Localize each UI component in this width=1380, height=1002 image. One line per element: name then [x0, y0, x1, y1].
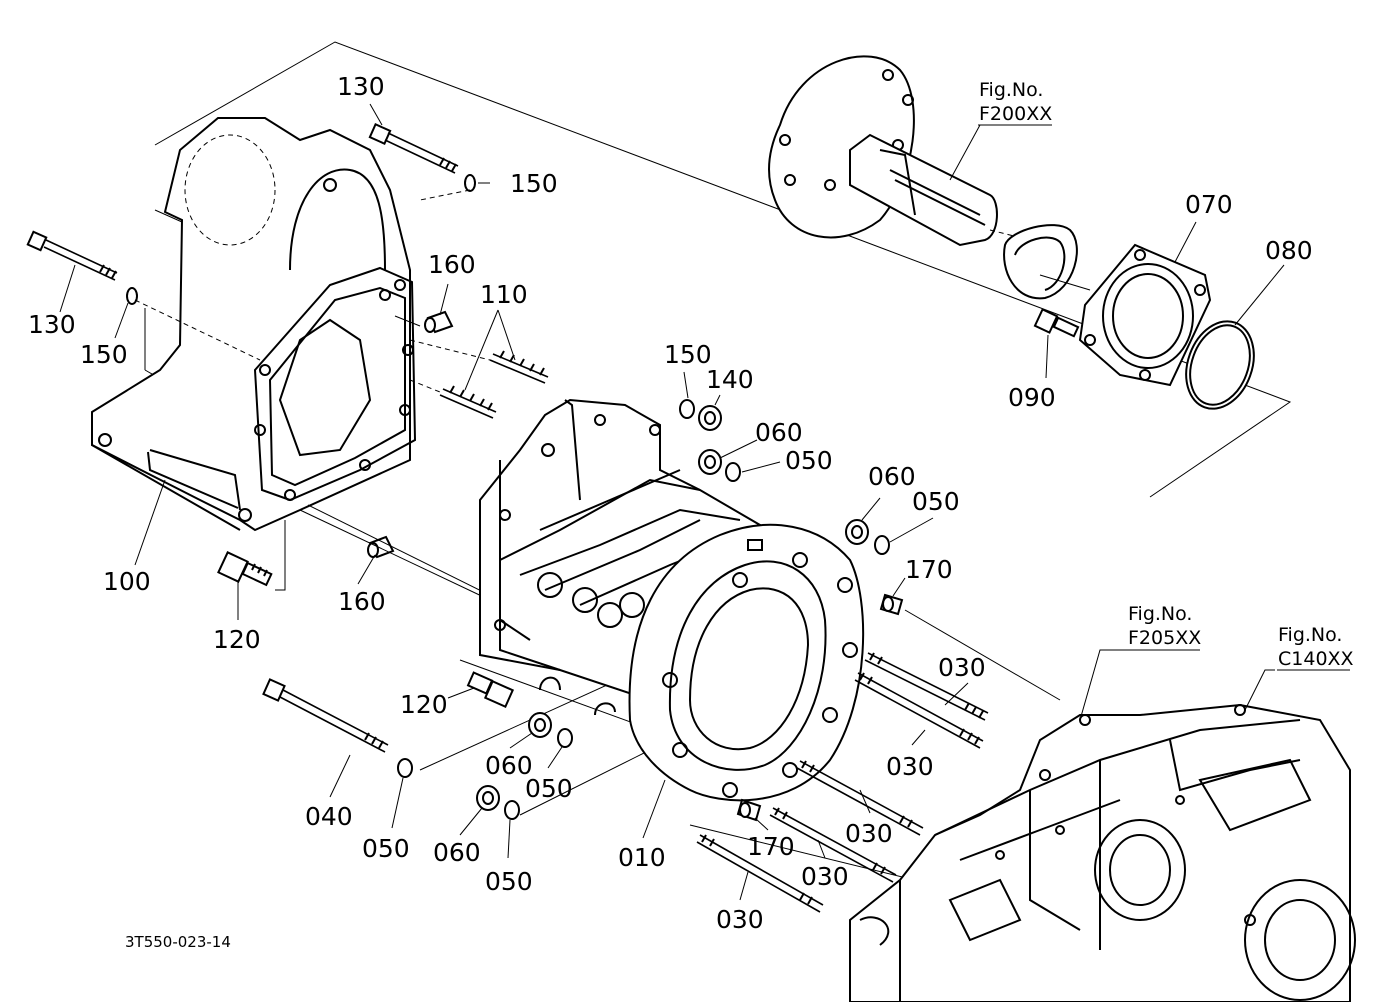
seal-housing-070[interactable] [1078, 243, 1212, 387]
figure-ref-title: Fig.No. [1128, 603, 1192, 625]
bolt-090[interactable] [1033, 308, 1080, 338]
callout-label[interactable]: 120 [400, 690, 448, 719]
callout-label[interactable]: 120 [213, 625, 261, 654]
ring-housing[interactable] [628, 523, 865, 802]
callout-label[interactable]: 080 [1265, 236, 1313, 265]
nut-060-c[interactable] [528, 712, 552, 738]
callout-label[interactable]: 010 [618, 843, 666, 872]
bolt-040[interactable] [262, 678, 389, 753]
callout-label[interactable]: 060 [433, 838, 481, 867]
nut-060-a[interactable] [698, 449, 722, 475]
callout-label[interactable]: 060 [868, 462, 916, 491]
leader-lines [59, 103, 1285, 901]
callout-label[interactable]: 060 [485, 751, 533, 780]
bolt-130-left[interactable] [26, 230, 138, 305]
callout-label[interactable]: 130 [28, 310, 76, 339]
pin-160-upper[interactable] [424, 310, 454, 334]
output-shaft-flange[interactable] [768, 55, 1091, 300]
nut-060-d[interactable] [476, 785, 500, 811]
o-ring-080[interactable] [1175, 312, 1266, 418]
figure-ref-c140[interactable]: Fig.No. C140XX [1277, 624, 1354, 671]
washer-050-d[interactable] [557, 728, 573, 748]
gear-case[interactable] [91, 117, 417, 532]
stud-030-e[interactable] [696, 834, 824, 913]
nut-140[interactable] [698, 405, 722, 431]
washer-050-c[interactable] [397, 758, 413, 778]
stud-110[interactable] [439, 350, 549, 419]
callout-label[interactable]: 160 [428, 250, 476, 279]
figure-ref-code: F200XX [979, 103, 1052, 125]
bolt-130-upper[interactable] [368, 123, 476, 192]
figure-ref-code: F205XX [1128, 627, 1201, 649]
callout-label[interactable]: 150 [510, 169, 558, 198]
callout-label[interactable]: 030 [886, 752, 934, 781]
pin-170-lower[interactable] [736, 798, 762, 822]
callout-label[interactable]: 170 [905, 555, 953, 584]
plug-120-mid[interactable] [466, 671, 515, 709]
callout-label[interactable]: 140 [706, 365, 754, 394]
figure-ref-f200[interactable]: Fig.No. F200XX [978, 79, 1052, 126]
callout-label[interactable]: 030 [801, 862, 849, 891]
figure-ref-title: Fig.No. [1278, 624, 1342, 646]
callout-label[interactable]: 110 [480, 280, 528, 309]
callout-label[interactable]: 030 [938, 653, 986, 682]
callout-label[interactable]: 050 [525, 774, 573, 803]
callouts: 130 150 130 150 160 110 100 120 160 150 … [28, 72, 1313, 934]
callout-label[interactable]: 060 [755, 418, 803, 447]
callout-label[interactable]: 090 [1008, 383, 1056, 412]
callout-label[interactable]: 030 [845, 819, 893, 848]
figure-ref-code: C140XX [1278, 648, 1354, 670]
callout-label[interactable]: 050 [785, 446, 833, 475]
diagram-code: 3T550-023-14 [125, 933, 231, 951]
rear-transmission-housing[interactable] [849, 703, 1356, 1002]
callout-label[interactable]: 150 [80, 340, 128, 369]
washer-050-b[interactable] [874, 535, 890, 555]
nut-060-b[interactable] [845, 519, 869, 545]
callout-label[interactable]: 040 [305, 802, 353, 831]
pin-160-lower[interactable] [367, 535, 395, 559]
callout-label[interactable]: 100 [103, 567, 151, 596]
pin-170-upper[interactable] [879, 593, 904, 616]
callout-label[interactable]: 050 [485, 867, 533, 896]
figure-ref-title: Fig.No. [979, 79, 1043, 101]
callout-label[interactable]: 050 [362, 834, 410, 863]
washer-150-mid[interactable] [679, 399, 695, 419]
callout-label[interactable]: 160 [338, 587, 386, 616]
callout-label[interactable]: 150 [664, 340, 712, 369]
callout-label[interactable]: 030 [716, 905, 764, 934]
washer-050-a[interactable] [725, 462, 741, 482]
stud-030-b[interactable] [854, 672, 984, 749]
washer-050-e[interactable] [504, 800, 520, 820]
callout-label[interactable]: 170 [747, 832, 795, 861]
plug-120-left[interactable] [217, 551, 273, 587]
callout-label[interactable]: 070 [1185, 190, 1233, 219]
stud-030-d[interactable] [769, 807, 897, 883]
stud-030-a[interactable] [864, 652, 989, 721]
callout-label[interactable]: 050 [912, 487, 960, 516]
figure-ref-f205[interactable]: Fig.No. F205XX [1127, 603, 1201, 651]
callout-label[interactable]: 130 [337, 72, 385, 101]
